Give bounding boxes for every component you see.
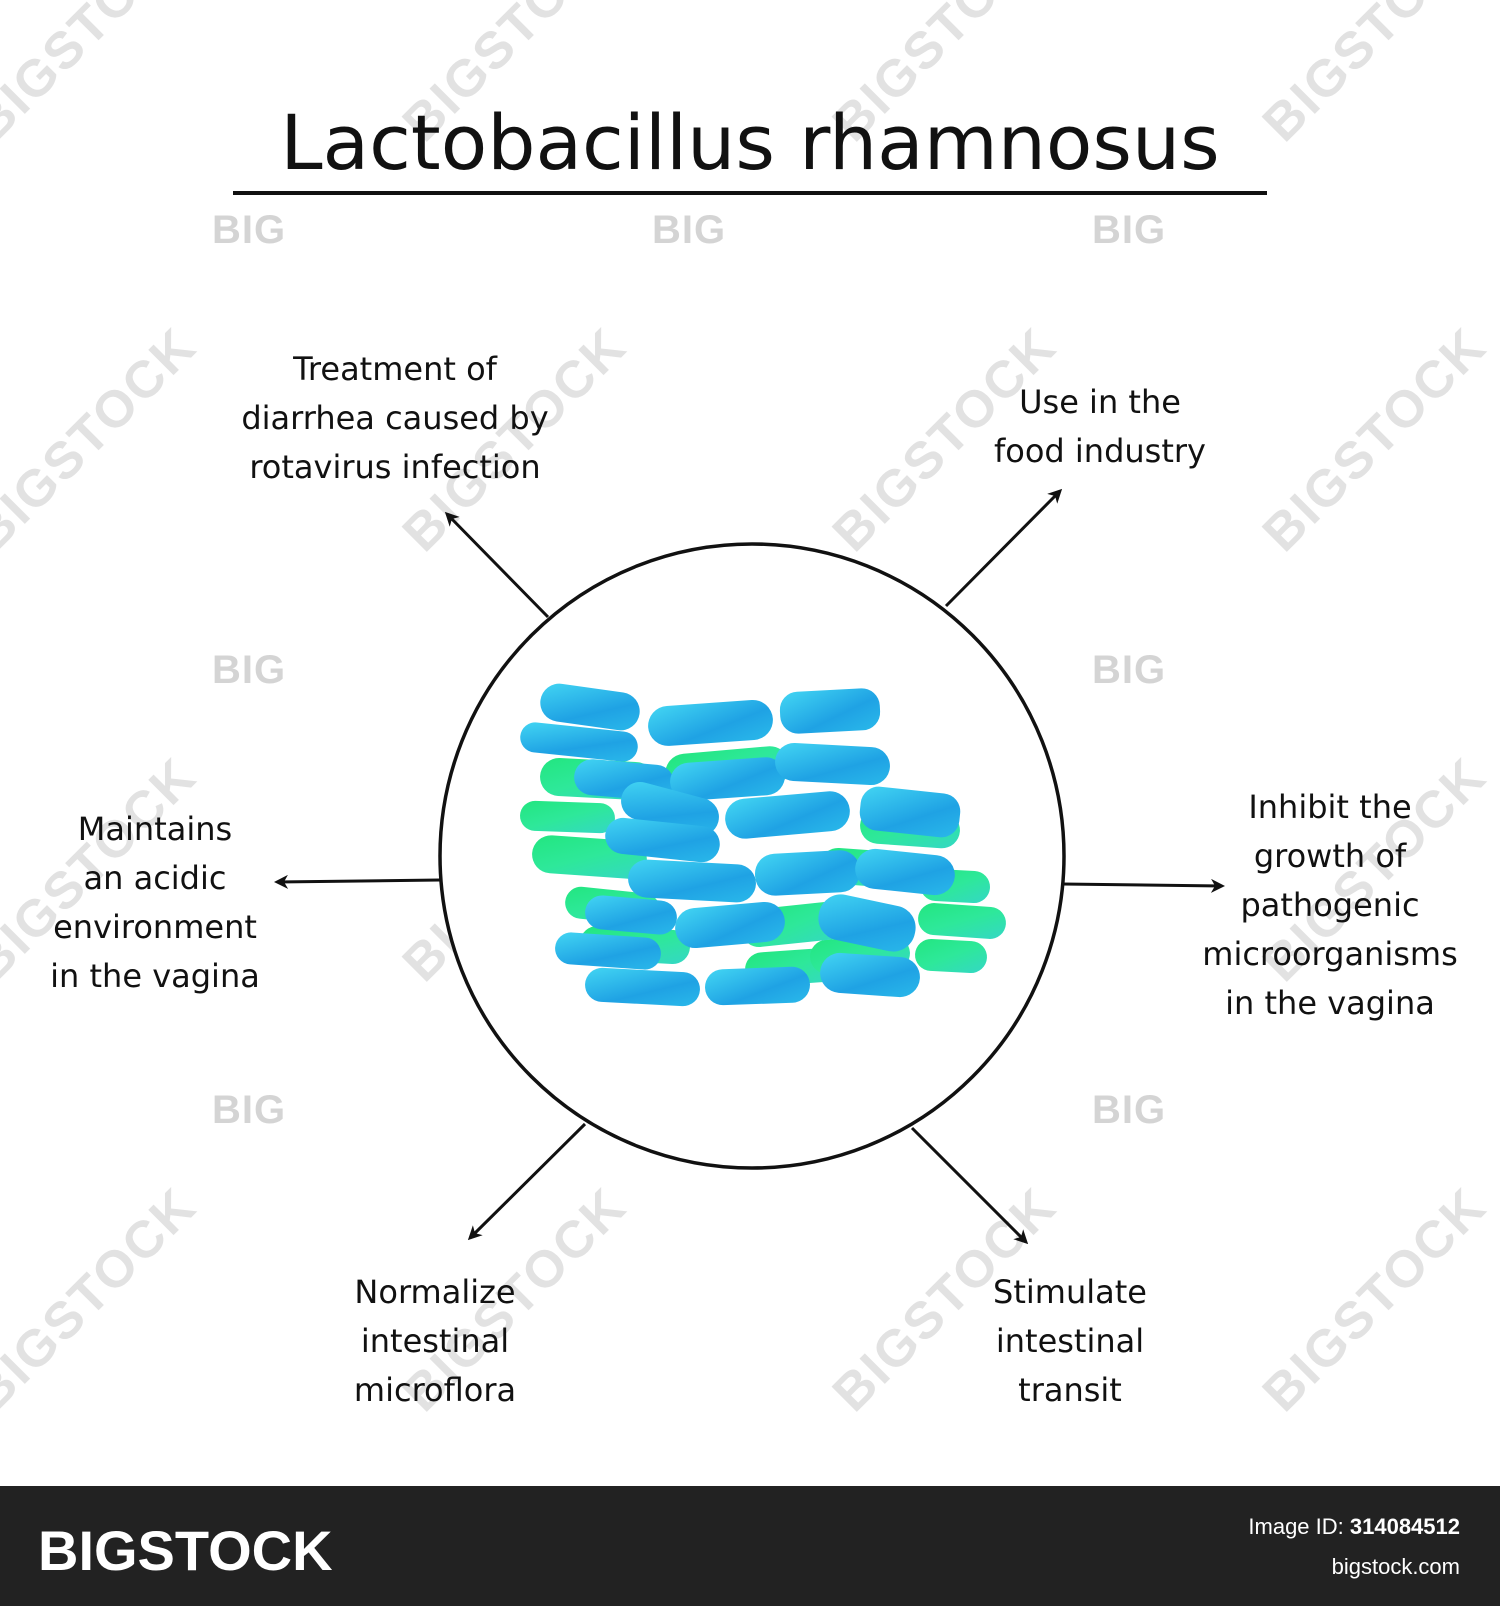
bacterium-blue: [585, 967, 700, 1007]
label-line: transit: [1018, 1371, 1122, 1409]
footer-logo: BIGSTOCK: [38, 1519, 333, 1582]
label-line: an acidic: [83, 859, 227, 897]
label-right: Inhibit the growth of pathogenic microor…: [1180, 783, 1480, 1028]
watermark-big: BIG: [212, 648, 287, 692]
label-bottom-left: Normalize intestinal microflora: [320, 1268, 550, 1415]
bacterium-blue: [540, 683, 640, 731]
label-line: environment: [53, 908, 257, 946]
label-line: diarrhea caused by: [241, 399, 549, 437]
bacterium-blue: [555, 932, 661, 970]
title-underline: [233, 191, 1267, 195]
label-line: intestinal: [360, 1322, 510, 1360]
watermark-big: BIG: [1092, 1088, 1167, 1132]
bacterium-green: [915, 938, 987, 974]
label-line: rotavirus infection: [249, 448, 541, 486]
watermark-big: BIG: [212, 208, 287, 252]
label-line: microorganisms: [1202, 935, 1458, 973]
label-top-left: Treatment of diarrhea caused by rotaviru…: [225, 345, 565, 492]
label-line: Maintains: [77, 810, 233, 848]
bacterium-blue: [520, 722, 638, 762]
bacterium-blue: [820, 952, 920, 998]
label-line: Treatment of: [293, 350, 497, 388]
footer-site: bigstock.com: [1331, 1554, 1460, 1579]
bacteria-cluster: [520, 683, 1006, 1007]
bacterium-blue: [605, 817, 720, 863]
label-line: Normalize: [354, 1273, 516, 1311]
watermark-big: BIG: [1092, 208, 1167, 252]
bacterium-blue: [859, 786, 961, 838]
label-top-right: Use in the food industry: [970, 378, 1230, 476]
arrow-top-left: [444, 511, 550, 619]
bacterium-blue: [855, 848, 955, 896]
bacterium-blue: [621, 781, 719, 837]
label-line: Stimulate: [993, 1273, 1147, 1311]
label-line: pathogenic: [1240, 886, 1420, 924]
arrow-bottom-right: [910, 1126, 1029, 1245]
label-left: Maintains an acidic environment in the v…: [30, 805, 280, 1001]
label-line: intestinal: [995, 1322, 1145, 1360]
bacterium-blue: [754, 850, 861, 896]
label-line: growth of: [1253, 837, 1407, 875]
bacterium-blue: [779, 688, 881, 734]
label-bottom-right: Stimulate intestinal transit: [960, 1268, 1180, 1415]
label-line: in the vagina: [50, 957, 260, 995]
watermark-big: BIG: [652, 208, 727, 252]
watermark-big: BIG: [212, 1088, 287, 1132]
image-id-label: Image ID:: [1248, 1514, 1350, 1539]
arrow-left: [274, 874, 441, 889]
label-line: Inhibit the: [1248, 788, 1412, 826]
label-line: Use in the: [1019, 383, 1181, 421]
arrow-right: [1061, 878, 1225, 893]
bacterium-green: [918, 903, 1006, 939]
bacterium-blue: [670, 757, 785, 801]
image-id-value: 314084512: [1349, 1514, 1460, 1539]
bacterium-blue: [818, 894, 916, 952]
label-line: microflora: [353, 1371, 517, 1409]
bacterium-blue: [775, 743, 890, 786]
bacterium-blue: [648, 700, 773, 746]
image-id: Image ID: 314084512: [1248, 1514, 1460, 1540]
bacterium-blue: [675, 901, 785, 949]
watermark-big: BIG: [1092, 648, 1167, 692]
bacterium-blue: [705, 966, 810, 1006]
footer-bar: BIGSTOCK Image ID: 314084512 bigstock.co…: [0, 1486, 1500, 1606]
bacterium-green: [520, 800, 615, 834]
arrow-top-right: [944, 488, 1063, 608]
bacterium-blue: [725, 791, 850, 839]
diagram-title: Lactobacillus rhamnosus: [280, 98, 1220, 187]
label-line: food industry: [994, 432, 1206, 470]
bacterium-blue: [628, 859, 756, 903]
bacterium-blue: [585, 895, 677, 935]
arrow-bottom-left: [467, 1122, 587, 1241]
label-line: in the vagina: [1225, 984, 1435, 1022]
